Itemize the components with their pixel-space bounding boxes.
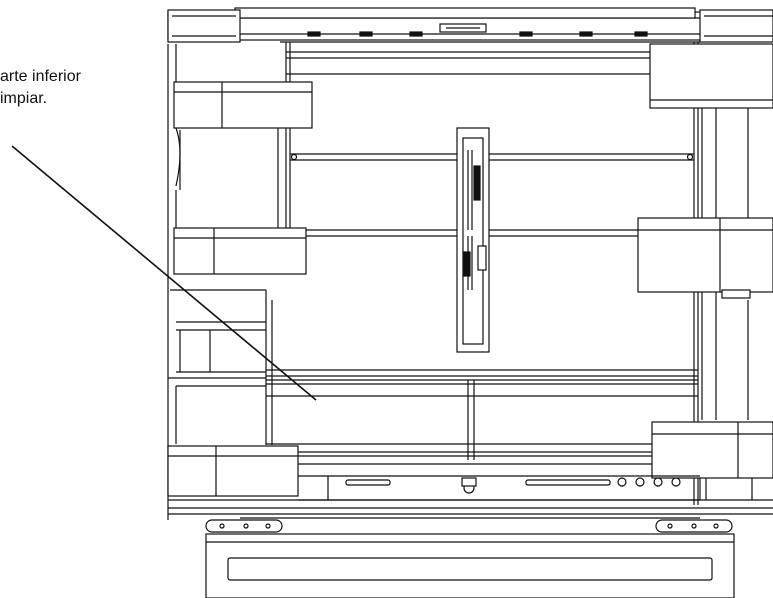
top-frame (167, 7, 773, 75)
right-door-bin-bottom (651, 421, 773, 500)
bottom-frame (168, 499, 773, 598)
right-door-bin-top (649, 43, 773, 109)
callout-leader-line (11, 145, 317, 401)
left-door-bin-top (173, 81, 313, 129)
callout-text-line-2: impiar. (0, 90, 48, 107)
crisper-drawers (266, 443, 700, 501)
right-door-bin-middle (637, 217, 773, 299)
left-door-bin-bottom (167, 445, 299, 497)
crisper-cover (266, 369, 698, 460)
callout-text: arte inferior impiar. (0, 66, 81, 110)
left-door-wall (167, 44, 279, 520)
center-shelf-rail (456, 127, 490, 353)
upper-shelf (290, 153, 694, 161)
left-door-bin-middle (173, 227, 307, 275)
callout-text-line-1: arte inferior (0, 68, 81, 85)
